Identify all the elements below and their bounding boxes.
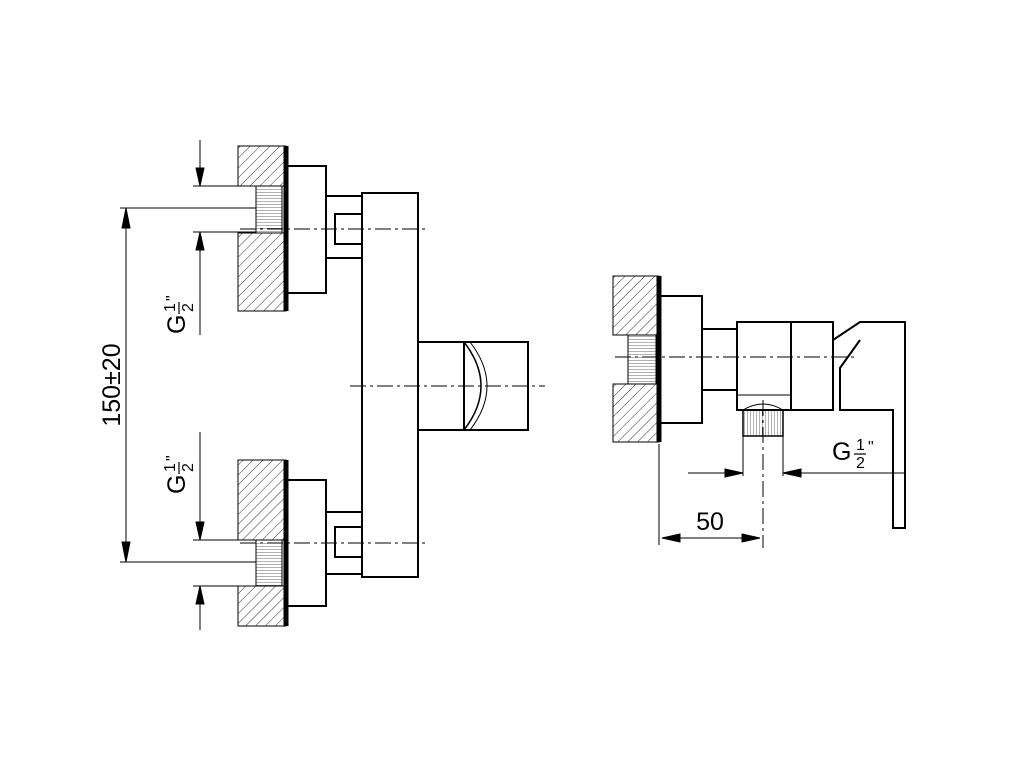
svg-text:2: 2: [180, 463, 197, 472]
svg-text:": ": [164, 455, 181, 461]
label-thread-bottom: G 1 2 ": [162, 455, 197, 494]
side-dimension-lines: [658, 436, 905, 545]
dimension-lines: [120, 140, 256, 630]
side-body: [736, 321, 834, 411]
side-connector: [661, 295, 738, 424]
side-center-lines: [615, 356, 855, 548]
side-lever: [832, 321, 906, 529]
svg-text:G: G: [163, 475, 191, 494]
wall-section-bottom: [237, 459, 289, 627]
label-center-distance: 150±20: [98, 343, 126, 426]
mixer-body: [361, 192, 419, 578]
label-thread-top: G 1 2 ": [162, 295, 197, 334]
svg-text:2: 2: [180, 303, 197, 312]
center-lines: [240, 228, 545, 544]
svg-text:": ": [164, 295, 181, 301]
label-outlet-thread: G 1 2 ": [832, 437, 874, 472]
offset-dimension-label: 50: [696, 508, 724, 536]
center-distance-label: 150±20: [98, 343, 126, 426]
svg-text:2: 2: [856, 455, 865, 472]
wall-section-top: [237, 145, 289, 312]
wall-section-side: [612, 275, 662, 443]
side-view: [612, 275, 906, 548]
svg-text:G: G: [832, 438, 851, 466]
svg-text:1: 1: [162, 303, 179, 312]
svg-text:": ": [868, 439, 874, 456]
svg-text:1: 1: [162, 463, 179, 472]
svg-text:G: G: [163, 315, 191, 334]
svg-text:1: 1: [856, 437, 865, 454]
front-view: [120, 140, 545, 630]
